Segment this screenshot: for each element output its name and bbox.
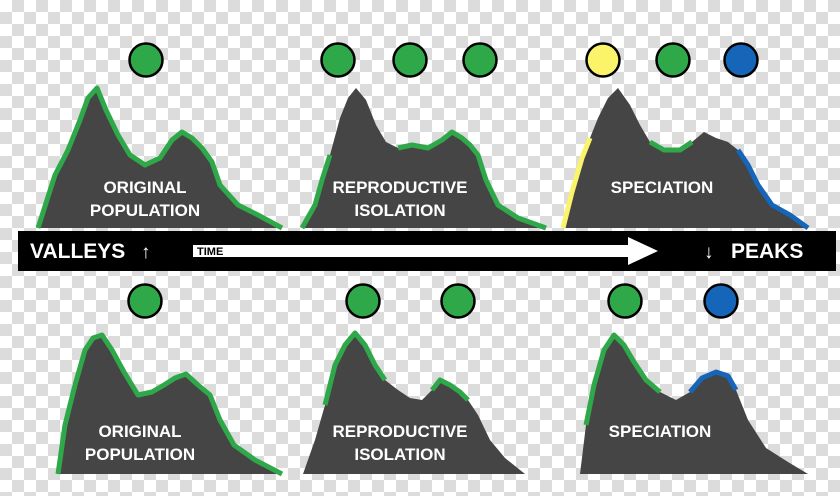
panel-label-line1: REPRODUCTIVE bbox=[332, 178, 467, 197]
population-dot bbox=[723, 42, 759, 78]
population-dot bbox=[345, 283, 381, 319]
mountain bbox=[580, 335, 808, 474]
bottom-panel-original: ORIGINAL POPULATION bbox=[55, 283, 284, 477]
panel-label-line1: SPECIATION bbox=[609, 422, 712, 441]
adaptation-outline-blue bbox=[688, 369, 739, 394]
population-dot bbox=[462, 42, 498, 78]
bottom-panel-speciation: SPECIATION bbox=[580, 283, 808, 474]
population-dot bbox=[320, 42, 356, 78]
adaptation-outline bbox=[397, 129, 547, 231]
population-dot bbox=[392, 42, 428, 78]
adaptation-outline bbox=[322, 330, 388, 406]
panel-label-line1: SPECIATION bbox=[611, 178, 714, 197]
peaks-down-arrow-icon: ↓ bbox=[704, 242, 714, 263]
panel-label-line1: ORIGINAL bbox=[103, 178, 186, 197]
population-dot bbox=[128, 42, 164, 78]
population-dot bbox=[585, 42, 621, 78]
valleys-up-arrow-icon: ↑ bbox=[141, 242, 151, 263]
adaptation-outline bbox=[430, 377, 470, 402]
panel-label-line2: POPULATION bbox=[90, 201, 200, 220]
mountain bbox=[563, 88, 808, 228]
timeline-bar: VALLEYS ↑ TIME ↓ PEAKS bbox=[18, 231, 836, 271]
population-dot bbox=[440, 283, 476, 319]
adaptation-outline-green bbox=[648, 139, 694, 153]
mountain bbox=[303, 333, 525, 474]
time-arrow-icon bbox=[193, 237, 658, 265]
adaptation-outline-blue bbox=[735, 148, 810, 231]
peaks-label: PEAKS bbox=[731, 240, 803, 263]
top-panel-speciation: SPECIATION bbox=[560, 42, 810, 231]
time-label: TIME bbox=[197, 246, 223, 258]
valleys-label: VALLEYS bbox=[30, 240, 125, 263]
bottom-panel-reproductive-isolation: REPRODUCTIVE ISOLATION bbox=[303, 283, 525, 474]
top-panel-original: ORIGINAL POPULATION bbox=[35, 42, 284, 231]
population-dot bbox=[127, 283, 163, 319]
population-dot bbox=[703, 283, 739, 319]
panel-label-line2: POPULATION bbox=[85, 445, 195, 464]
population-dot bbox=[655, 42, 691, 78]
mountain bbox=[302, 88, 546, 228]
population-dot bbox=[607, 283, 643, 319]
adaptation-outline-green bbox=[583, 332, 662, 426]
top-panel-reproductive-isolation: REPRODUCTIVE ISOLATION bbox=[299, 42, 547, 231]
mountain bbox=[58, 335, 282, 474]
adaptation-outline bbox=[35, 85, 284, 231]
panel-label-line2: ISOLATION bbox=[354, 445, 445, 464]
adaptation-outline bbox=[55, 332, 284, 477]
panel-label-line1: REPRODUCTIVE bbox=[332, 422, 467, 441]
panel-label-line1: ORIGINAL bbox=[98, 422, 181, 441]
adaptation-outline bbox=[299, 154, 333, 230]
panel-label-line2: ISOLATION bbox=[354, 201, 445, 220]
adaptation-outline-yellow bbox=[560, 137, 593, 229]
